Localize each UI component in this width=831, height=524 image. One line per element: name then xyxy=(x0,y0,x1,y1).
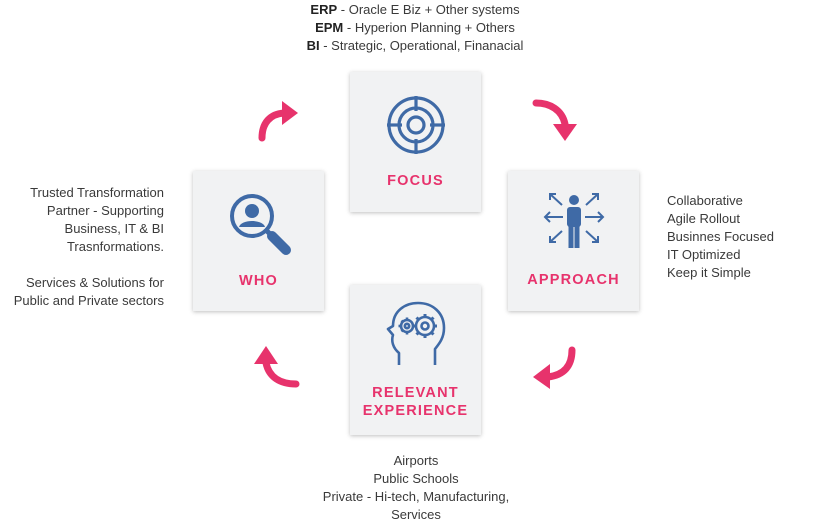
who-line: Partner - Supporting xyxy=(46,203,164,218)
head-gears-icon xyxy=(386,301,446,365)
target-icon xyxy=(387,96,445,154)
focus-title: FOCUS xyxy=(387,173,444,189)
approach-line: Businnes Focused xyxy=(667,229,774,244)
who-line: Public and Private sectors xyxy=(13,293,164,308)
arrow-who-to-focus-icon xyxy=(258,101,298,142)
experience-line: Services xyxy=(391,507,441,522)
who-card: WHO xyxy=(193,171,324,311)
experience-title-line1: RELEVANT xyxy=(372,385,459,401)
experience-card: RELEVANT EXPERIENCE xyxy=(350,285,481,435)
focus-line-erp: ERP - Oracle E Biz + Other systems xyxy=(310,2,520,17)
who-line: Trasnformations. xyxy=(66,239,164,254)
who-line: Business, IT & BI xyxy=(64,221,164,236)
experience-line: Airports xyxy=(393,453,439,468)
who-line: Trusted Transformation xyxy=(30,185,164,200)
person-arrows-icon xyxy=(543,193,605,248)
focus-line-bi: BI - Strategic, Operational, Finanacial xyxy=(306,38,524,53)
focus-line-epm: EPM - Hyperion Planning + Others xyxy=(315,20,515,35)
approach-line: Collaborative xyxy=(667,193,743,208)
arrow-approach-to-experience-icon xyxy=(533,346,576,389)
who-description: Trusted Transformation Partner - Support… xyxy=(0,184,164,310)
approach-line: Agile Rollout xyxy=(667,211,740,226)
approach-card: APPROACH xyxy=(508,171,639,311)
approach-title: APPROACH xyxy=(527,272,620,288)
who-line: Services & Solutions for xyxy=(25,275,164,290)
focus-description: ERP - Oracle E Biz + Other systems EPM -… xyxy=(215,1,615,55)
experience-line: Private - Hi-tech, Manufacturing, xyxy=(322,489,510,504)
approach-line: Keep it Simple xyxy=(667,265,751,280)
focus-card: FOCUS xyxy=(350,72,481,212)
who-spacer xyxy=(0,256,164,274)
who-title: WHO xyxy=(238,273,279,289)
arrow-focus-to-approach-icon xyxy=(532,99,577,141)
arrow-experience-to-who-icon xyxy=(254,346,300,388)
approach-line: IT Optimized xyxy=(667,247,741,262)
experience-description: Airports Public Schools Private - Hi-tec… xyxy=(266,452,566,524)
user-search-icon xyxy=(230,194,291,255)
approach-description: Collaborative Agile Rollout Businnes Foc… xyxy=(667,192,774,282)
experience-line: Public Schools xyxy=(373,471,459,486)
experience-title-line2: EXPERIENCE xyxy=(362,403,469,419)
